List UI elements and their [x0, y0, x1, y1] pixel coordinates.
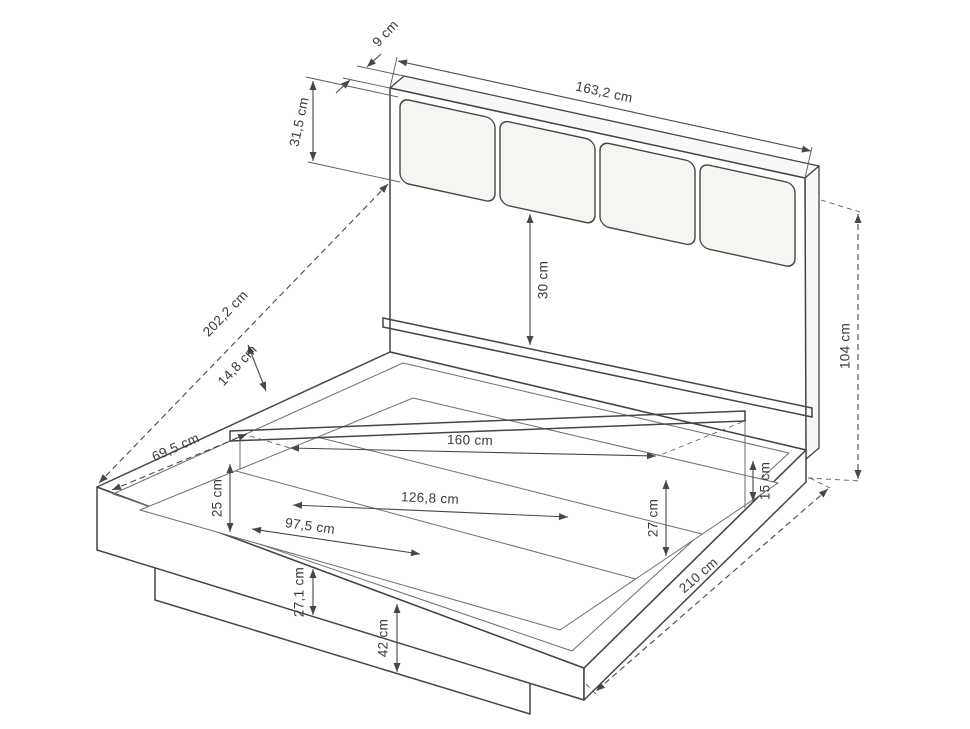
dim-label-shelf-offset: 14,8 cm [215, 342, 260, 389]
dim-label-frame-depth: 202,2 cm [200, 287, 251, 339]
storage-floor-seam-2 [235, 470, 637, 580]
dimension-total-height: 104 cm [807, 199, 862, 482]
dim-label-rail-clearance: 25 cm [210, 479, 225, 517]
dimension-headboard-thickness: 9 cm [335, 17, 405, 94]
dim-label-rim-height: 15 cm [758, 462, 773, 500]
dim-label-headboard-thickness: 9 cm [369, 17, 401, 50]
dimension-rail-clearance: 25 cm [210, 464, 234, 532]
dimension-shelf-offset: 14,8 cm [215, 342, 267, 392]
dimension-cushion-height: 31,5 cm [287, 76, 401, 183]
dim-label-base-height: 27,1 cm [292, 567, 307, 617]
dimension-inner-width: 160 cm [249, 421, 743, 460]
dimension-inner-width-mid: 126,8 cm [292, 489, 569, 521]
dimension-cushion-to-shelf: 30 cm [526, 214, 551, 345]
dim-label-foot-height: 42 cm [376, 619, 391, 657]
dimension-foot-height: 42 cm [376, 604, 401, 672]
dim-label-inner-width: 160 cm [447, 432, 493, 448]
dimension-base-height: 27,1 cm [292, 567, 317, 617]
dim-label-total-height: 104 cm [838, 323, 853, 369]
dimension-inner-width-front: 97,5 cm [251, 515, 421, 557]
dim-label-inner-width-front: 97,5 cm [284, 515, 336, 537]
dim-label-inner-height: 27 cm [646, 499, 661, 537]
dim-label-cushion-to-shelf: 30 cm [536, 261, 551, 299]
dim-label-cushion-height: 31,5 cm [287, 96, 312, 148]
headboard-cushion-4 [699, 164, 796, 267]
dim-label-inner-width-mid: 126,8 cm [401, 489, 460, 507]
